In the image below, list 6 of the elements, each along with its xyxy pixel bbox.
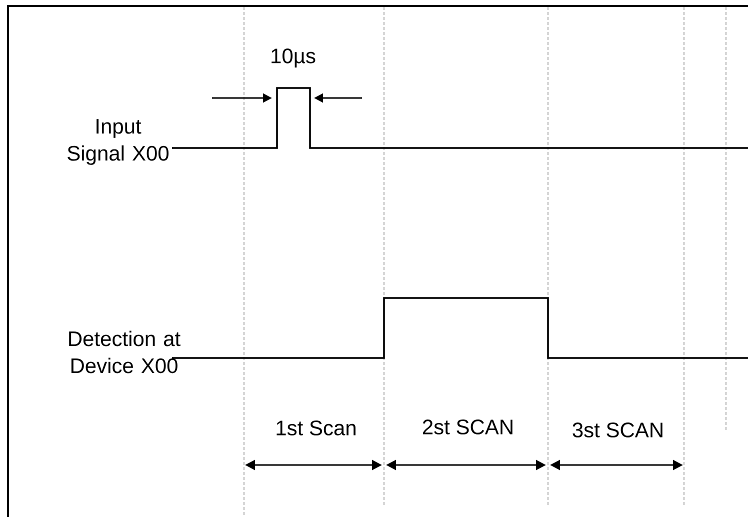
scan-label: 3st SCAN: [572, 422, 662, 438]
signal-label: Detection at Device X00: [69, 330, 180, 374]
pulse-width-label: 10µs: [272, 48, 316, 68]
signal-label: Input Signal X00: [68, 119, 169, 165]
scan-label: 2st SCAN: [422, 420, 512, 434]
scan-label: 1st Scan: [276, 420, 356, 436]
